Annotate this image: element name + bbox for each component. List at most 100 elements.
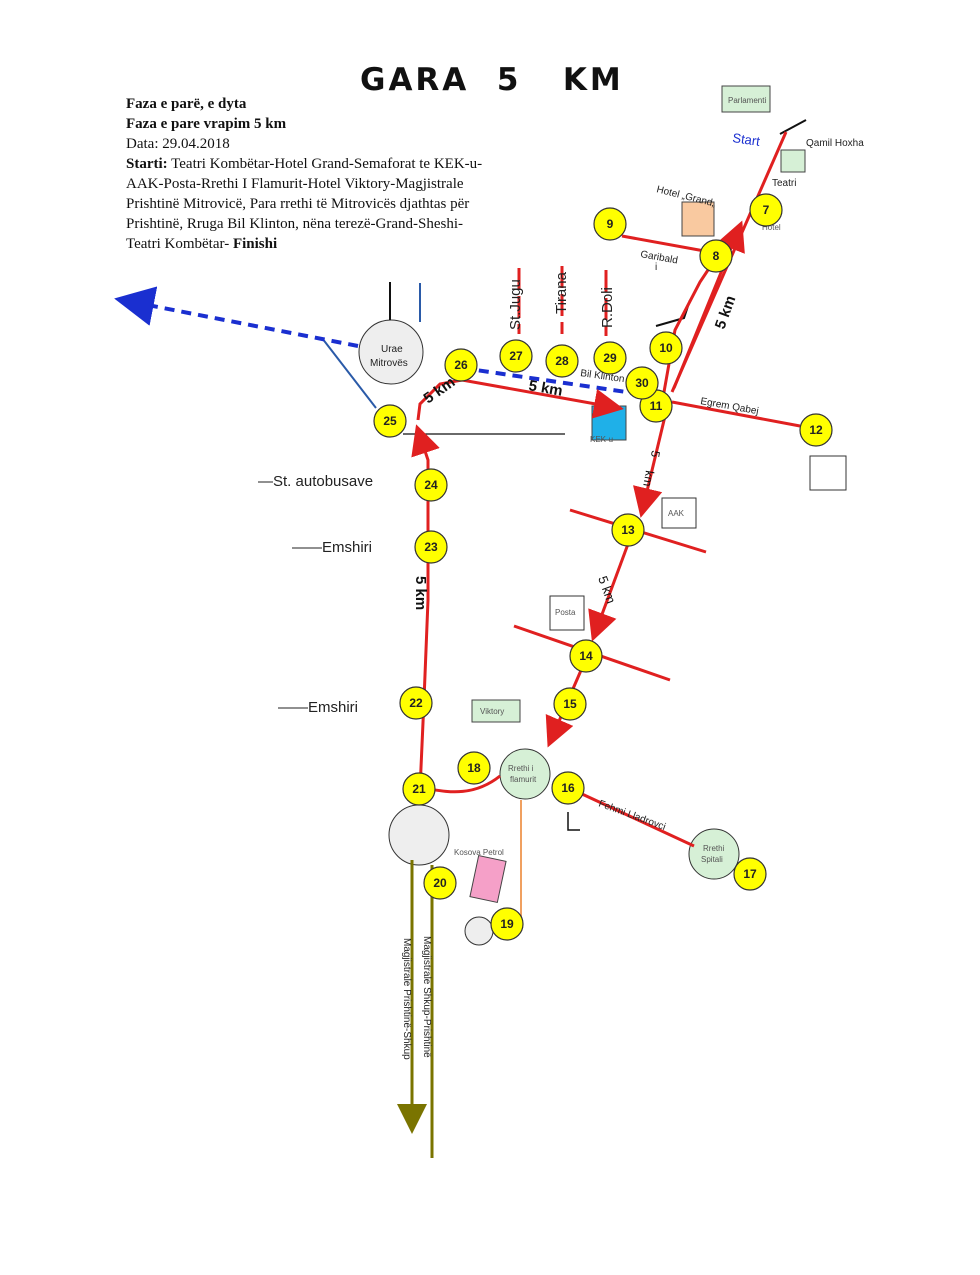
kek-label: KEK-u	[590, 435, 613, 444]
checkpoint-label-13: 13	[621, 523, 635, 537]
kosova-petrol-box	[469, 854, 507, 904]
qamil-road	[779, 119, 807, 135]
kosova-petrol-label: Kosova Petrol	[454, 848, 504, 857]
checkpoint-label-10: 10	[659, 341, 673, 355]
phase-line-2: Faza e pare vrapim 5 km	[126, 116, 287, 132]
checkpoint-14	[569, 639, 603, 673]
route-text: Teatri Kombëtar-Hotel Grand-Semaforat te…	[126, 156, 483, 252]
checkpoint-label-21: 21	[412, 782, 426, 796]
fehmi-label: Fehmi Lladrovci	[597, 798, 667, 832]
checkpoint-label-19: 19	[500, 917, 514, 931]
checkpoint-label-28: 28	[555, 354, 569, 368]
km-label-3: 5 km	[527, 377, 564, 400]
checkpoint-7	[749, 193, 783, 227]
mitroves-label: Mitrovës	[370, 358, 408, 369]
road-egrem	[671, 400, 801, 428]
checkpoint-25	[373, 404, 407, 438]
roundabout-flamurit	[499, 748, 551, 800]
teatri-box	[780, 149, 806, 173]
km-label-5: 5	[648, 449, 663, 458]
rrethi-flamurit-2: flamurit	[510, 775, 537, 784]
checkpoint-8	[699, 239, 733, 273]
checkpoint-22	[399, 686, 433, 720]
st-autobusave-label: —St. autobusave	[258, 473, 373, 490]
checkpoint-label-9: 9	[607, 217, 614, 231]
roundabout-south	[388, 804, 450, 866]
road-garibaldi	[621, 234, 711, 254]
route-13-to-14	[588, 543, 630, 642]
checkpoint-label-24: 24	[424, 478, 438, 492]
emshiri-label-1: ——Emshiri	[292, 539, 372, 556]
aak-label: AAK	[668, 509, 685, 518]
checkpoint-label-11: 11	[650, 399, 663, 413]
viktory-box	[471, 699, 521, 723]
checkpoint-label-15: 15	[563, 697, 577, 711]
checkpoint-28	[545, 344, 579, 378]
roundabout-spitali	[688, 828, 740, 880]
road-flamurit-stub	[567, 812, 580, 831]
posta-label: Posta	[555, 608, 576, 617]
viktory-label: Viktory	[480, 707, 504, 716]
route-21-to-25	[411, 424, 440, 791]
dashed-west	[114, 286, 359, 348]
dashed-bil	[461, 366, 641, 396]
checkpoint-label-18: 18	[467, 761, 481, 775]
checkpoint-24	[414, 468, 448, 502]
aak-box	[661, 497, 697, 529]
checkpoint-label-25: 25	[383, 414, 397, 428]
checkpoint-label-26: 26	[454, 358, 468, 372]
race-info: Faza e parë, e dyta Faza e pare vrapim 5…	[126, 94, 486, 254]
checkpoint-20	[423, 866, 457, 900]
checkpoint-label-16: 16	[561, 781, 575, 795]
parlamenti-box	[721, 85, 771, 113]
rrethi-spitali-1: Rrethi	[703, 844, 725, 853]
checkpoint-label-7: 7	[763, 203, 770, 217]
emshiri-label-2: ——Emshiri	[278, 699, 358, 716]
km-label-6: km	[640, 469, 657, 487]
checkpoint-12	[799, 413, 833, 447]
rrethi-spitali-2: Spitali	[701, 855, 723, 864]
checkpoint-19	[490, 907, 524, 941]
road-blue-west	[321, 337, 377, 409]
checkpoint-label-23: 23	[424, 540, 438, 554]
race-date: Data: 29.04.2018	[126, 136, 230, 152]
road-8-to-11	[662, 263, 714, 393]
garibaldi-label-2: i	[655, 262, 657, 273]
start-label: Start	[732, 130, 762, 149]
checkpoint-label-17: 17	[743, 867, 757, 881]
checkpoint-label-20: 20	[433, 876, 447, 890]
hotel-grand-box	[681, 201, 715, 237]
route-description: Starti: Teatri Kombëtar-Hotel Grand-Sema…	[126, 154, 486, 254]
road-fehmi	[581, 792, 695, 848]
km-label-4: 5 km	[412, 576, 429, 610]
roundabouts: Urae Mitrovës Rrethi i flamurit Rrethi S…	[358, 319, 740, 946]
checkpoint-13	[611, 513, 645, 547]
parlamenti-label: Parlamenti	[728, 96, 766, 105]
checkpoint-label-12: 12	[809, 423, 823, 437]
checkpoint-10	[649, 331, 683, 365]
hotel-label: Hotel	[762, 223, 781, 232]
garibaldi-label: Garibald	[639, 249, 678, 266]
route-26-to-kek	[416, 378, 624, 421]
phase-line-1: Faza e parë, e dyta	[126, 96, 247, 112]
qamil-label: Qamil Hoxha	[806, 138, 864, 149]
checkpoint-9	[593, 207, 627, 241]
magjistrale-label-2: Magjistrale Shkup-Prishtinë	[421, 936, 432, 1058]
checkpoint-18	[457, 751, 491, 785]
rrethi-flamurit-1: Rrethi i	[508, 764, 534, 773]
race-title: GARA 5 KM	[360, 62, 624, 98]
checkpoint-30	[625, 366, 659, 400]
checkpoint-16	[551, 771, 585, 805]
checkpoint-29	[593, 341, 627, 375]
checkpoint-label-22: 22	[409, 696, 423, 710]
magjistrale-label-1: Magjistrale Prishtinë-Shkup	[401, 938, 412, 1060]
finish-label: Finishi	[232, 236, 278, 252]
checkpoint-label-29: 29	[603, 351, 617, 365]
roundabout-small	[464, 916, 494, 946]
st-jugu-label: St.Jugu	[507, 279, 524, 330]
urae-label: Urae	[381, 344, 403, 355]
checkpoint-15	[553, 687, 587, 721]
route-11-to-13	[633, 411, 668, 518]
